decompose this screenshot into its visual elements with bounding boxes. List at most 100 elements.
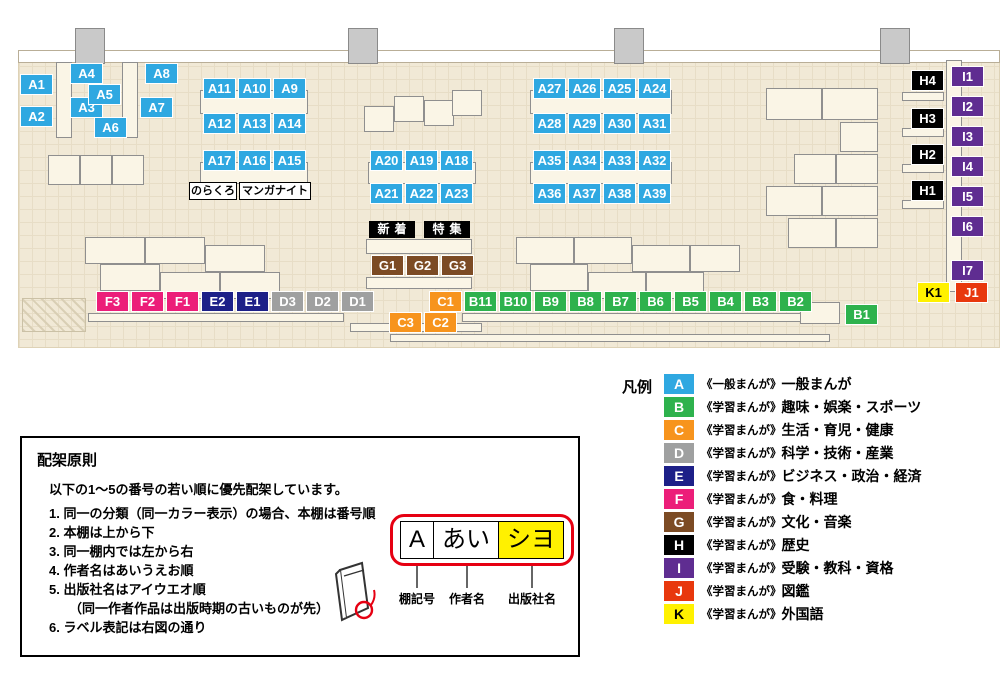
shelf-label-A38: A38 [603, 183, 636, 204]
legend-item-G: G《学習まんが》文化・音楽 [664, 512, 922, 532]
shelf-block [902, 128, 944, 137]
shelf-label-A8: A8 [145, 63, 178, 84]
shelf-label-A1: A1 [20, 74, 53, 95]
shelf-label-I3: I3 [951, 126, 984, 147]
shelf-label-B1: B1 [845, 304, 878, 325]
legend-category-name: 食・料理 [781, 491, 838, 507]
shelf-block [516, 237, 574, 264]
shelf-label-B2: B2 [779, 291, 812, 312]
shelf-label-J1: J1 [955, 282, 988, 303]
legend-color-swatch: B [664, 397, 695, 417]
principle-rule: 3. 同一棚内では左から右 [49, 544, 194, 559]
label-annotation: 作者名 [449, 592, 486, 606]
map-note: 新着 [369, 221, 415, 238]
legend-color-swatch: G [664, 512, 695, 532]
legend-category-name: 生活・育児・健康 [781, 422, 894, 438]
shelf-label-I5: I5 [951, 186, 984, 207]
shelf-label-K1: K1 [917, 282, 950, 303]
pillar [880, 28, 910, 64]
principles-box: 配架原則 以下の1～5の番号の若い順に優先配架しています。 1. 同一の分類（同… [20, 436, 580, 657]
shelf-label-A22: A22 [405, 183, 438, 204]
shelf-label-A30: A30 [603, 113, 636, 134]
shelf-block [390, 334, 830, 342]
shelf-label-I2: I2 [951, 96, 984, 117]
map-note: のらくろ [189, 182, 237, 200]
legend-item-H: H 《学習まんが》歴史 [664, 535, 922, 555]
shelf-label-A24: A24 [638, 78, 671, 99]
legend-series-tag: 《一般まんが》 [701, 379, 782, 391]
shelf-label-A39: A39 [638, 183, 671, 204]
shelf-label-A25: A25 [603, 78, 636, 99]
shelf-label-A26: A26 [568, 78, 601, 99]
shelf-label-A16: A16 [238, 150, 271, 171]
shelf-label-A2: A2 [20, 106, 53, 127]
shelf-label-A17: A17 [203, 150, 236, 171]
shelf-label-B4: B4 [709, 291, 742, 312]
principle-rule: 6. ラベル表記は右図の通り [49, 620, 207, 635]
legend-color-swatch: H [664, 535, 695, 555]
legend-color-swatch: D [664, 443, 695, 463]
legend-category-name: 文化・音楽 [781, 514, 852, 530]
shelf-block [452, 90, 482, 116]
shelf-block [145, 237, 205, 264]
map-note: マンガナイト [239, 182, 311, 200]
shelf-label-A27: A27 [533, 78, 566, 99]
legend-series-tag: 《学習まんが》 [701, 402, 782, 414]
legend-series-tag: 《学習まんが》 [701, 563, 782, 575]
shelf-block [85, 237, 145, 264]
shelf-block [840, 122, 878, 152]
legend-series-tag: 《学習まんが》 [701, 540, 782, 552]
shelf-block [366, 239, 472, 254]
shelf-block [100, 264, 160, 291]
shelf-label-A13: A13 [238, 113, 271, 134]
book-icon [334, 561, 376, 622]
shelf-label-A12: A12 [203, 113, 236, 134]
legend-item-D: D《学習まんが》科学・技術・産業 [664, 443, 922, 463]
shelf-label-A20: A20 [370, 150, 403, 171]
shelf-label-A15: A15 [273, 150, 306, 171]
shelf-block [766, 88, 822, 120]
label-annotations: 棚記号作者名出版社名 [384, 590, 578, 606]
legend-color-swatch: K [664, 604, 695, 624]
shelf-label-A21: A21 [370, 183, 403, 204]
shelf-label-C2: C2 [424, 312, 457, 333]
shelf-label-A32: A32 [638, 150, 671, 171]
shelf-block [48, 155, 80, 185]
shelf-label-A5: A5 [88, 84, 121, 105]
legend-series-tag: 《学習まんが》 [701, 448, 782, 460]
shelf-block [690, 245, 740, 272]
shelf-label-I4: I4 [951, 156, 984, 177]
shelf-label-A36: A36 [533, 183, 566, 204]
shelf-label-B6: B6 [639, 291, 672, 312]
shelf-block [788, 218, 836, 248]
shelf-block [902, 164, 944, 173]
legend-series-tag: 《学習まんが》 [701, 471, 782, 483]
shelf-label-A4: A4 [70, 63, 103, 84]
shelf-label-A29: A29 [568, 113, 601, 134]
legend-item-C: C《学習まんが》生活・育児・健康 [664, 420, 922, 440]
legend-color-swatch: C [664, 420, 695, 440]
principle-rule: 4. 作者名はあいうえお順 [49, 563, 194, 578]
shelf-label-A19: A19 [405, 150, 438, 171]
legend-category-name: 歴史 [781, 537, 810, 553]
shelf-label-D3: D3 [271, 291, 304, 312]
legend-series-tag: 《学習まんが》 [701, 494, 782, 506]
legend-series-tag: 《学習まんが》 [701, 609, 782, 621]
principles-title: 配架原則 [37, 452, 98, 469]
shelf-label-F2: F2 [131, 291, 164, 312]
shelf-block [364, 106, 394, 132]
map-note: 特集 [424, 221, 470, 238]
shelf-label-A14: A14 [273, 113, 306, 134]
shelf-block [205, 245, 265, 272]
principles-intro: 以下の1～5の番号の若い順に優先配架しています。 [49, 482, 348, 497]
legend-item-B: B《学習まんが》趣味・娯楽・スポーツ [664, 397, 922, 417]
shelf-block [822, 88, 878, 120]
principle-rule: 1. 同一の分類（同一カラー表示）の場合、本棚は番号順 [49, 506, 376, 521]
legend-category-name: ビジネス・政治・経済 [781, 468, 922, 484]
shelf-label-F1: F1 [166, 291, 199, 312]
shelf-label-B5: B5 [674, 291, 707, 312]
shelf-label-B3: B3 [744, 291, 777, 312]
